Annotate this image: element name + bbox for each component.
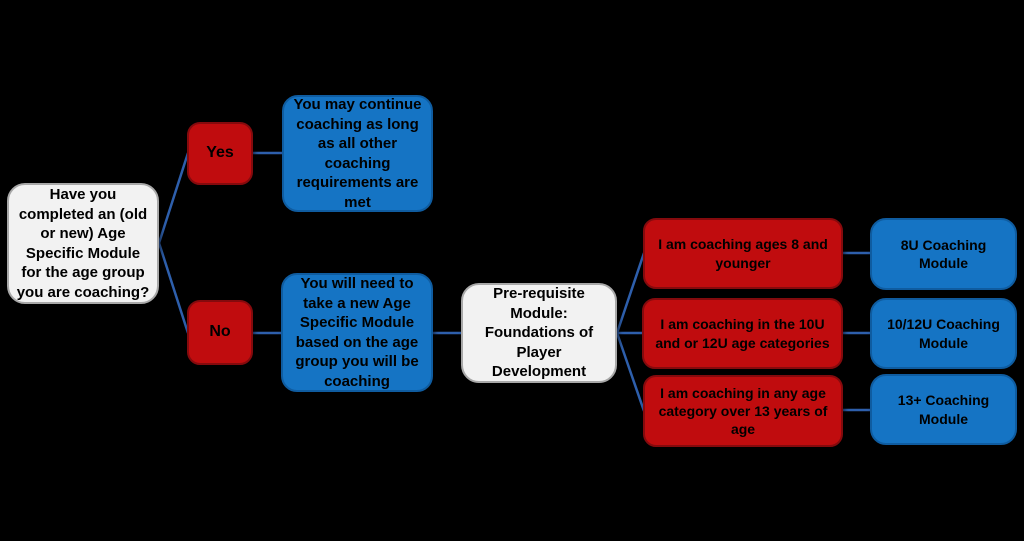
- question-node: Have you completed an (old or new) Age S…: [7, 183, 159, 304]
- new-module-node: You will need to take a new Age Specific…: [281, 273, 433, 392]
- connector-question-no: [157, 242, 190, 334]
- connector-prereq-ages13: [615, 332, 646, 412]
- yes-node: Yes: [187, 122, 253, 185]
- ages-8-node: I am coaching ages 8 and younger: [643, 218, 843, 289]
- ages-13-node: I am coaching in any age category over 1…: [643, 375, 843, 447]
- prerequisite-node: Pre-requisite Module: Foundations of Pla…: [461, 283, 617, 383]
- no-node: No: [187, 300, 253, 365]
- module-10-12u-node: 10/12U Coaching Module: [870, 298, 1017, 369]
- module-8u-node: 8U Coaching Module: [870, 218, 1017, 290]
- ages-10-12-node: I am coaching in the 10U and or 12U age …: [642, 298, 843, 369]
- connector-prereq-ages8: [615, 252, 646, 334]
- connector-question-yes: [157, 152, 190, 244]
- continue-coaching-node: You may continue coaching as long as all…: [282, 95, 433, 212]
- module-13-node: 13+ Coaching Module: [870, 374, 1017, 445]
